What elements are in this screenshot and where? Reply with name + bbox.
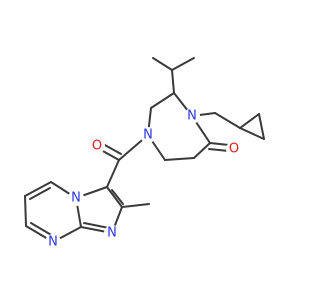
- bond-layer: [24, 57, 265, 243]
- bond-im-n1-c8a-inner: [83, 222, 110, 229]
- atom-o-lactam: O: [226, 141, 242, 157]
- atom-n-diazepane-1: N: [140, 127, 156, 143]
- bond-py-c5-c6-inner: [29, 187, 51, 200]
- bond-py-c7-n8-inner: [30, 222, 54, 237]
- bond-cp-2: [239, 127, 265, 140]
- bond-ipr-to-ring: [171, 69, 175, 94]
- bond-ipr-methyl-left: [152, 57, 173, 71]
- atom-n-imidazole-label: N: [107, 226, 117, 241]
- bond-ipr-methyl-right: [171, 57, 195, 71]
- molecule-structure-diagram: N N O O N N N: [24, 57, 265, 250]
- bond-py-c5-c6: [24, 181, 52, 197]
- atom-n-bridgehead-label: N: [71, 191, 81, 206]
- atom-n-diazepane-1-label: N: [143, 128, 153, 143]
- atom-n-pyrimidine-label: N: [48, 235, 58, 250]
- bond-amide-co-b: [102, 143, 122, 155]
- bond-cp-1: [239, 113, 260, 129]
- atom-n-diazepane-4-label: N: [187, 109, 197, 124]
- atom-n-bridgehead: N: [68, 190, 84, 206]
- bond-ring-c7-c6: [164, 157, 195, 161]
- atom-n-pyrimidine: N: [45, 234, 61, 250]
- atom-n-diazepane-4: N: [184, 108, 200, 124]
- bond-lactam-co-b: [208, 148, 230, 152]
- bond-ring-c2-c3: [150, 92, 175, 109]
- bond-im-c3-c2-inner: [111, 189, 124, 205]
- bond-amide-co-a: [100, 149, 120, 161]
- atom-o-amide-label: O: [92, 139, 102, 154]
- bond-carbonyl-c3: [106, 159, 120, 188]
- atom-o-lactam-label: O: [229, 142, 239, 157]
- bond-ring-c6-c5: [193, 142, 211, 159]
- bond-im-c2-methyl: [121, 203, 150, 208]
- bond-cp-3: [258, 113, 265, 140]
- bond-ch2-cp: [214, 112, 241, 129]
- atom-layer: N N O O N N N: [45, 108, 242, 250]
- atom-n-imidazole: N: [104, 225, 120, 241]
- atom-o-amide: O: [89, 138, 105, 154]
- bond-py-c6-c7: [24, 195, 27, 227]
- bond-lactam-co-a: [209, 142, 230, 146]
- bond-im-c3-c2: [106, 186, 123, 208]
